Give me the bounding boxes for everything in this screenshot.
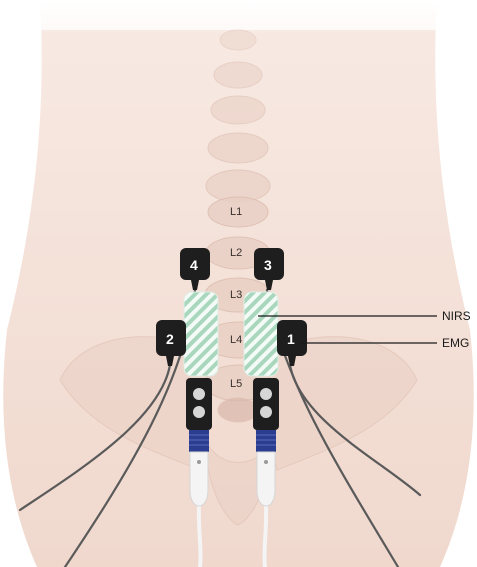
vertebra-label-l2: L2 (230, 247, 242, 259)
vertebra-label-l3: L3 (230, 289, 242, 301)
vertebra-label-l5: L5 (230, 378, 242, 390)
electrode-label-1: 1 (287, 331, 295, 347)
nirs-connector-right (253, 378, 279, 506)
electrode-label-4: 4 (190, 257, 198, 273)
nirs-label: NIRS (442, 309, 471, 323)
electrode-label-2: 2 (166, 331, 174, 347)
vertebra-label-l4: L4 (230, 334, 242, 346)
nirs-connector-left (186, 378, 212, 506)
top-fade (0, 0, 477, 30)
emg-label: EMG (442, 336, 469, 350)
nirs-pad-left (184, 292, 218, 376)
nirs-pad-right (244, 292, 278, 376)
electrode-label-3: 3 (264, 257, 272, 273)
vertebra-label-l1: L1 (230, 206, 242, 218)
